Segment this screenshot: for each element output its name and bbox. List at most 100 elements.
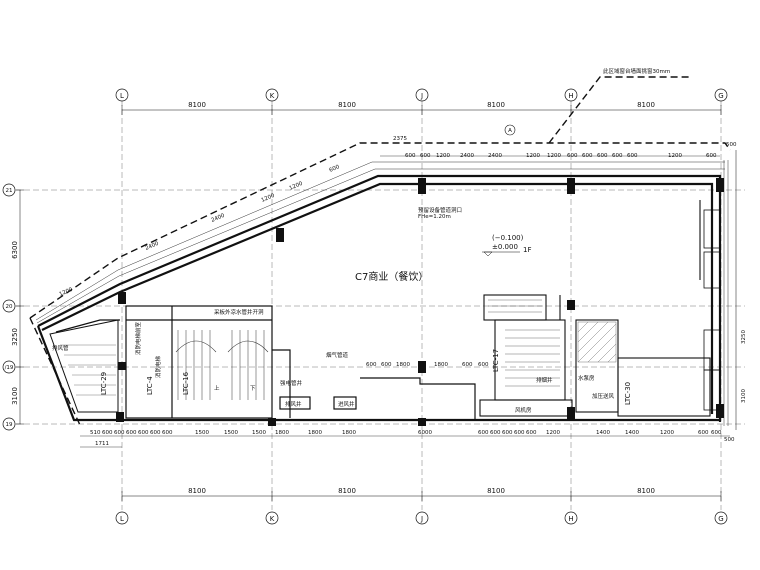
axis-label-J-bottom: J (420, 515, 423, 523)
axis-bubbles-left (2, 183, 16, 431)
mid-dim-4: 600 (462, 362, 473, 368)
bottom-dim-1711: 1711 (95, 441, 109, 447)
axis-label-K-top: K (270, 92, 275, 100)
top-dim-14: 2400 (460, 153, 474, 159)
top-dim-1: 600 (405, 153, 416, 159)
axis-bubbles-bottom (115, 511, 728, 525)
ltc17-label: LTC-17 (492, 349, 500, 372)
pressurize-label: 加压送风 (592, 392, 615, 400)
left-dim-3100: 3100 (11, 387, 19, 405)
bottom-dim-n: 600 (490, 430, 501, 436)
bottom-dim-j: 1800 (275, 430, 289, 436)
ltc30-label: LTC-30 (624, 382, 632, 405)
bottom-dim-510: 510 (90, 430, 101, 436)
bottom-dim-p: 600 (514, 430, 525, 436)
right-top-500: 500 (726, 142, 737, 148)
axis-label-J-top: J (420, 92, 423, 100)
mid-dim-2: 600 (381, 362, 392, 368)
facade-band (35, 160, 729, 426)
axis-label-L-bottom: L (120, 515, 124, 523)
bottom-dim-l: 1800 (342, 430, 356, 436)
top-dim-13: 600 (706, 153, 717, 159)
top-dim-7: 600 (567, 153, 578, 159)
bottom-dim-f: 600 (162, 430, 173, 436)
room-level-top: (−0.100) (492, 234, 524, 242)
pipe-left-label: 排风管 (52, 344, 69, 352)
diag-dim-4: 2400 (144, 241, 160, 252)
canopy-outline (29, 142, 731, 319)
bottom-dim-6000: 6000 (418, 430, 432, 436)
duct-label: 排风井 (285, 400, 302, 408)
wind-room-label: 风机房 (515, 406, 532, 414)
fire-room-label2: 消防电梯 (154, 355, 162, 378)
axis-label-20: 20 (6, 304, 13, 310)
top-dim-9: 600 (597, 153, 608, 159)
top-dim-6: 1200 (547, 153, 561, 159)
axis-A: A (508, 128, 512, 134)
dim-2375: 2375 (393, 136, 407, 142)
smoke2-label: 排烟井 (536, 376, 553, 384)
axis-label-H-bottom: H (568, 515, 573, 523)
ltc4-label: LTC-4 (146, 376, 154, 395)
note-small: 预留设备管道洞口 (418, 206, 462, 214)
top-dim-12: 1200 (668, 153, 682, 159)
axis-label-G-bottom: G (718, 515, 723, 523)
diag-dim-2: 1200 (260, 193, 276, 204)
top-dim-3: 1200 (436, 153, 450, 159)
bottom-dim-m: 600 (478, 430, 489, 436)
bottom-dim-a: 600 (102, 430, 113, 436)
mid-dim-6: 1800 (396, 362, 410, 368)
bottom-dim-u: 1200 (660, 430, 674, 436)
stair-note: 采板外凉水管井开洞 (214, 308, 264, 316)
bottom-dim-t: 1400 (625, 430, 639, 436)
bottom-dim-v: 600 (698, 430, 709, 436)
right-bottom-500: 500 (724, 437, 735, 443)
ltc29-label: LTC-29 (100, 372, 108, 395)
bottom-dim-q: 600 (526, 430, 537, 436)
hatched-shaft (577, 321, 617, 363)
left-dim-3250: 3250 (11, 328, 19, 346)
axis-label-19: 19 (6, 422, 13, 428)
columns (116, 178, 724, 426)
top-dim-11: 600 (627, 153, 638, 159)
span-top-3: 8100 (487, 101, 505, 109)
span-bottom-3: 8100 (487, 487, 505, 495)
top-dim-2: 600 (420, 153, 431, 159)
span-bottom-4: 8100 (637, 487, 655, 495)
top-dim-4: 2400 (488, 153, 502, 159)
axis-label-19b: /19 (5, 365, 14, 371)
smoke-pipe-label: 烟气管道 (326, 351, 349, 359)
bottom-dim-i: 1500 (252, 430, 266, 436)
ltc16-label: LTC-16 (182, 371, 190, 395)
diag-dim-5: 1200 (58, 287, 74, 298)
vent-label: 进风井 (338, 400, 355, 408)
bottom-dim-e: 600 (150, 430, 161, 436)
diag-dim-6: 600 (328, 164, 340, 174)
bottom-dim-o: 600 (502, 430, 513, 436)
right-dim-3100: 3100 (741, 389, 747, 403)
span-bottom-1: 8100 (188, 487, 206, 495)
pump-label: 水泵房 (578, 374, 595, 382)
mid-dim-3: 1800 (434, 362, 448, 368)
bottom-dim-c: 600 (126, 430, 137, 436)
room-floor: 1F (523, 246, 531, 254)
pipe-well-label: 强电管井 (280, 379, 303, 387)
callout-text: 此区域窗台墙面挑窗30mm (603, 67, 670, 75)
core-walls (55, 305, 476, 420)
bottom-dim-g: 1500 (195, 430, 209, 436)
grid-lines (15, 100, 745, 510)
note-small2: FHe=1.20m (418, 214, 451, 220)
stairs-left (177, 330, 265, 400)
top-dim-5: 1200 (526, 153, 540, 159)
up-label: 上 (214, 384, 220, 392)
diag-dim-1: 1200 (288, 181, 304, 192)
left-dim-6300: 6300 (11, 241, 19, 259)
bottom-dim-h: 1500 (224, 430, 238, 436)
right-dim-3250: 3250 (741, 330, 747, 344)
right-core (479, 200, 711, 417)
mid-dim-5: 600 (478, 362, 489, 368)
bottom-dim-d: 600 (138, 430, 149, 436)
bottom-dim-w: 600 (711, 430, 722, 436)
axis-label-L-top: L (120, 92, 124, 100)
